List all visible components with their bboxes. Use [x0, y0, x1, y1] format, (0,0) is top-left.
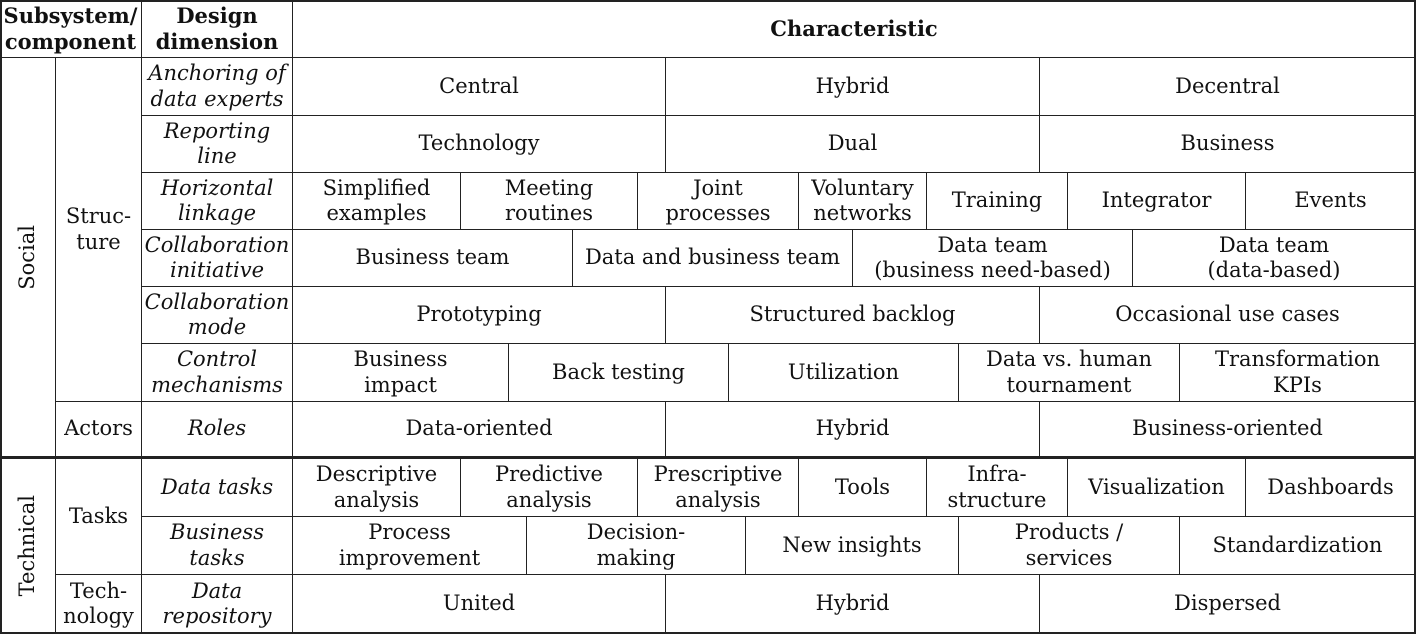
design-dimension: Roles — [142, 402, 293, 459]
header-characteristic: Characteristic — [293, 0, 1416, 58]
component-technology: Tech- nology — [56, 575, 142, 634]
design-dimension: Horizontal linkage — [142, 173, 293, 230]
subsystem-social: Social — [0, 58, 56, 459]
characteristic-cell: Products / services — [959, 517, 1180, 575]
characteristic-cell: Tools — [799, 459, 927, 517]
characteristic-cell: Back testing — [509, 344, 729, 402]
design-dimension: Reporting line — [142, 116, 293, 173]
header-dimension: Design dimension — [142, 0, 293, 58]
characteristic-cell: Business-oriented — [1040, 402, 1416, 459]
characteristic-cell: Voluntary networks — [799, 173, 927, 230]
characteristic-cell: Structured backlog — [666, 287, 1040, 344]
subsystem-technical-label: Technical — [14, 495, 39, 597]
characteristic-cell: Hybrid — [666, 58, 1040, 116]
characteristic-cell: Data-oriented — [293, 402, 666, 459]
characteristic-cell: Central — [293, 58, 666, 116]
characteristic-cell: Infra- structure — [927, 459, 1068, 517]
design-dimension: Data tasks — [142, 459, 293, 517]
characteristic-cell: Business team — [293, 230, 573, 287]
characteristic-cell: Technology — [293, 116, 666, 173]
characteristic-cell: Simplified examples — [293, 173, 461, 230]
characteristic-cell: New insights — [746, 517, 959, 575]
characteristic-cell: Prototyping — [293, 287, 666, 344]
design-dimension: Control mechanisms — [142, 344, 293, 402]
characteristic-cell: Standardization — [1180, 517, 1416, 575]
characteristic-cell: Dashboards — [1246, 459, 1416, 517]
characteristic-cell: Process improvement — [293, 517, 527, 575]
characteristic-cell: Transformation KPIs — [1180, 344, 1416, 402]
subsystem-social-label: Social — [14, 224, 39, 290]
characteristic-cell: Meeting routines — [461, 173, 638, 230]
characteristic-cell: Joint processes — [638, 173, 799, 230]
characteristic-cell: Integrator — [1068, 173, 1246, 230]
characteristic-cell: Occasional use cases — [1040, 287, 1416, 344]
component-tasks: Tasks — [56, 459, 142, 575]
characteristic-cell: Hybrid — [666, 402, 1040, 459]
design-dimension: Collaboration mode — [142, 287, 293, 344]
characteristic-cell: Training — [927, 173, 1068, 230]
characteristic-cell: Predictive analysis — [461, 459, 638, 517]
characteristic-cell: Visualization — [1068, 459, 1246, 517]
characteristic-cell: Hybrid — [666, 575, 1040, 634]
characteristic-cell: Decision- making — [527, 517, 746, 575]
component-structure: Struc- ture — [56, 58, 142, 402]
design-dimension: Data repository — [142, 575, 293, 634]
characteristic-cell: Data vs. human tournament — [959, 344, 1180, 402]
characteristic-cell: Events — [1246, 173, 1416, 230]
characteristic-cell: Decentral — [1040, 58, 1416, 116]
subsystem-technical: Technical — [0, 459, 56, 634]
design-dimension: Business tasks — [142, 517, 293, 575]
characteristic-cell: Utilization — [729, 344, 959, 402]
characteristic-cell: United — [293, 575, 666, 634]
design-dimension: Collaboration initiative — [142, 230, 293, 287]
characteristic-cell: Prescriptive analysis — [638, 459, 799, 517]
characteristic-cell: Dispersed — [1040, 575, 1416, 634]
header-subsystem: Subsystem/ component — [0, 0, 142, 58]
characteristic-cell: Data and business team — [573, 230, 853, 287]
characteristic-cell: Business — [1040, 116, 1416, 173]
design-dimension: Anchoring of data experts — [142, 58, 293, 116]
component-actors: Actors — [56, 402, 142, 459]
characteristic-cell: Data team (data-based) — [1133, 230, 1416, 287]
characteristic-cell: Data team (business need-based) — [853, 230, 1133, 287]
characteristic-cell: Dual — [666, 116, 1040, 173]
characteristic-cell: Business impact — [293, 344, 509, 402]
characteristic-cell: Descriptive analysis — [293, 459, 461, 517]
